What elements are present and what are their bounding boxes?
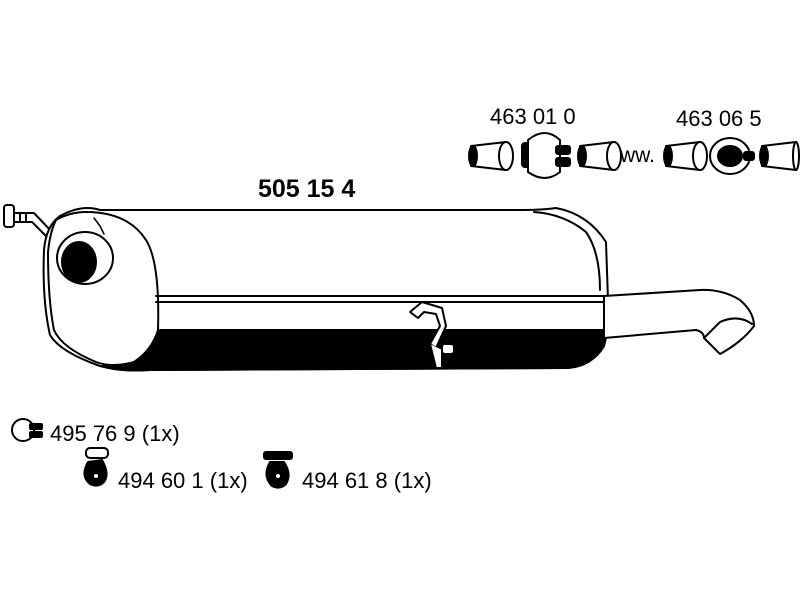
rubber-hanger-icon xyxy=(83,447,109,487)
kit-separator-label: ww. xyxy=(620,144,656,167)
accessory-number: 494 61 8 xyxy=(302,468,388,493)
rubber-hanger-icon xyxy=(263,451,293,489)
accessory-qty: (1x) xyxy=(209,468,248,493)
muffler-505-15-4 xyxy=(42,207,609,372)
accessory-qty: (1x) xyxy=(141,421,180,446)
accessory-qty: (1x) xyxy=(393,468,432,493)
accessory-label: 494 60 1 (1x) xyxy=(118,470,248,492)
muffler-hanger-bracket xyxy=(409,301,455,369)
main-part-number: 505 15 4 xyxy=(258,175,356,203)
kit-part-number: 463 01 0 xyxy=(490,104,576,129)
kit-463-01-0-parts xyxy=(468,132,622,179)
kit-part-number: 463 06 5 xyxy=(676,106,762,131)
kit-463-06-5-parts xyxy=(663,137,800,175)
tail-pipe xyxy=(603,288,755,355)
accessory-number: 494 60 1 xyxy=(118,468,204,493)
accessory-label: 494 61 8 (1x) xyxy=(302,470,432,492)
accessory-number: 495 76 9 xyxy=(50,421,136,446)
accessory-label: 495 76 9 (1x) xyxy=(50,423,180,445)
pipe-clamp-icon xyxy=(11,418,43,442)
